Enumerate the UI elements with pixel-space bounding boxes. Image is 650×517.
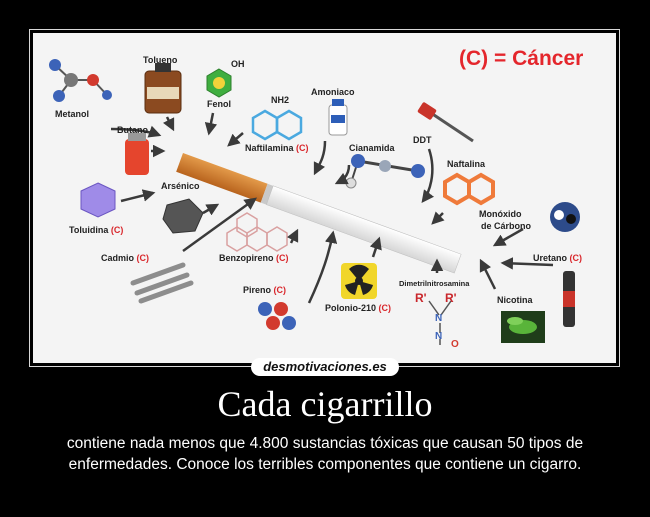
label-arsenico: Arsénico [161, 181, 200, 191]
ddt-sprayer-icon [417, 102, 474, 143]
label-n: N [435, 313, 443, 324]
cadmium-rods-icon [130, 262, 194, 304]
label-o: O [451, 339, 459, 350]
label-polonio-text: Polonio-210 [325, 303, 377, 313]
dimethylnitrosamine-structure-icon [428, 300, 452, 345]
carbon-monoxide-molecule-icon [550, 202, 580, 232]
label-fenol: Fenol [207, 99, 231, 109]
label-monoxido-2: de Cárbono [481, 221, 532, 231]
label-pireno: Pireno (C) [243, 285, 286, 295]
label-cadmio: Cadmio (C) [101, 253, 149, 263]
label-benzopireno: Benzopireno (C) [219, 253, 289, 263]
label-r-prime-2: R' [445, 291, 457, 305]
cancer-mark: (C) [110, 225, 124, 235]
label-butano: Butano [117, 125, 148, 135]
cancer-mark: (C) [378, 303, 392, 313]
label-benzopireno-text: Benzopireno [219, 253, 274, 263]
cyanamide-molecule-icon [345, 154, 425, 189]
phenol-molecule-icon [206, 68, 232, 98]
legend-word: Cáncer [512, 47, 584, 70]
arrows-group [110, 112, 554, 304]
polonium-radiation-icon [341, 263, 377, 299]
butane-lighter-icon [125, 133, 149, 175]
cancer-mark: (C) [273, 285, 287, 295]
label-pireno-text: Pireno [243, 285, 272, 295]
site-watermark: desmotivaciones.es [251, 358, 399, 376]
label-naftalina: Naftalina [447, 159, 486, 169]
label-uretano: Uretano (C) [533, 253, 582, 263]
nicotine-plant-icon [501, 311, 545, 343]
label-r-prime-1: R' [415, 291, 427, 305]
caption-title: Cada cigarrillo [217, 384, 433, 424]
cancer-mark: (C) [136, 253, 150, 263]
toluene-bottle-icon [144, 63, 182, 114]
caption-text: contiene nada menos que 4.800 sustancias… [66, 435, 584, 473]
label-cianamida: Cianamida [349, 143, 395, 153]
urethane-tube-icon [563, 271, 575, 327]
arsenic-rock-icon [162, 198, 204, 234]
legend-prefix: (C) [459, 47, 489, 70]
label-oh: OH [231, 59, 245, 69]
naphthalene-molecule-icon [443, 172, 495, 206]
legend-equals: = [494, 47, 507, 70]
poster-illustration [49, 59, 580, 345]
label-toluidina-text: Toluidina [69, 225, 109, 235]
benzopyrene-molecule-icon [226, 212, 288, 252]
label-naftilamina-text: Naftilamina [245, 143, 294, 153]
cancer-mark: (C) [276, 253, 289, 263]
cancer-mark: (C) [296, 143, 309, 153]
methanol-molecule-icon [49, 59, 112, 102]
label-tolueno: Tolueno [143, 55, 178, 65]
pyrene-molecule-icon [258, 302, 296, 330]
label-naftilamina: Naftilamina (C) [245, 143, 309, 153]
label-polonio: Polonio-210 (C) [325, 303, 391, 313]
naphthylamine-molecule-icon [251, 109, 303, 141]
label-monoxido-1: Monóxido [479, 209, 522, 219]
cigarette-icon [176, 153, 462, 274]
label-toluidina: Toluidina (C) [69, 225, 123, 235]
label-metanol: Metanol [55, 109, 90, 119]
toluidine-crystal-icon [80, 182, 116, 218]
label-uretano-text: Uretano [533, 253, 568, 263]
poster-image: (C) = Cáncer Metanol Tolueno OH Fenol Bu… [33, 33, 616, 363]
label-dimetrilnitrosamina: Dimetrilnitrosamina [399, 279, 470, 288]
label-nicotina: Nicotina [497, 295, 533, 305]
label-amoniaco: Amoniaco [311, 87, 355, 97]
cancer-mark: (C) [569, 253, 583, 263]
cancer-legend: (C) = Cáncer [459, 47, 583, 71]
ammonia-bottle-icon [328, 99, 348, 136]
label-cadmio-text: Cadmio [101, 253, 135, 263]
label-n-2: N [435, 331, 443, 342]
label-ddt: DDT [413, 135, 432, 145]
label-nh2: NH2 [271, 95, 290, 105]
